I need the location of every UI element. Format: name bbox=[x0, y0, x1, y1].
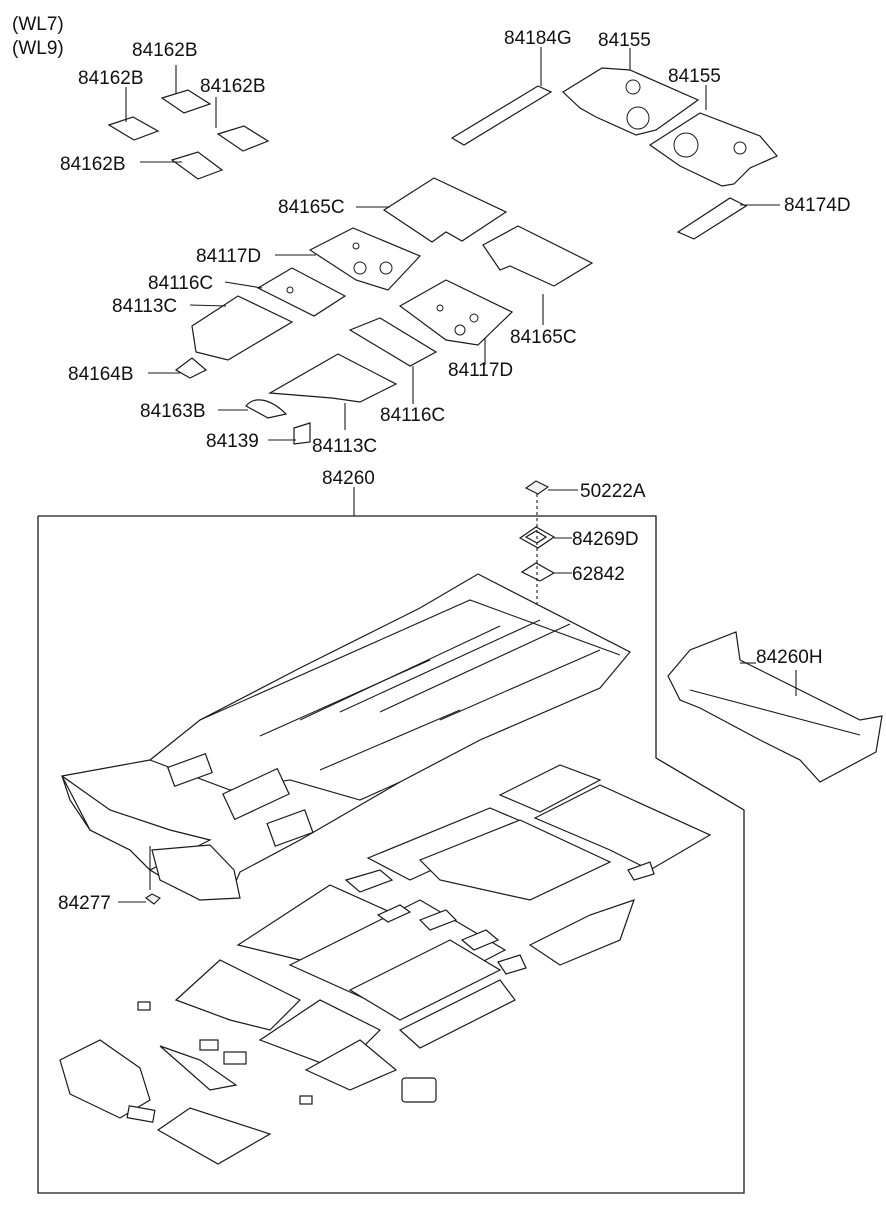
label-84174D: 84174D bbox=[784, 195, 851, 216]
label-84260: 84260 bbox=[322, 468, 375, 489]
label-84163B: 84163B bbox=[140, 401, 206, 422]
note-wl9: (WL9) bbox=[12, 38, 64, 59]
pad-84164B bbox=[174, 357, 208, 379]
label-84269D: 84269D bbox=[572, 529, 639, 550]
strip-84184G bbox=[450, 85, 553, 146]
pad-84139 bbox=[293, 422, 311, 445]
pad-62842 bbox=[520, 562, 556, 582]
leader-lines-upper bbox=[125, 47, 780, 441]
pad-84113C-1 bbox=[191, 295, 294, 361]
pad-84165C-1 bbox=[382, 177, 508, 243]
label-84116C-2: 84116C bbox=[380, 405, 445, 426]
rear-pan-84260H bbox=[667, 631, 883, 783]
pad-84162B-4 bbox=[170, 151, 224, 180]
plug-stack bbox=[518, 480, 578, 628]
pad-84162B-3 bbox=[216, 125, 270, 152]
pad-84117D-1 bbox=[308, 227, 422, 291]
label-50222A: 50222A bbox=[580, 481, 646, 502]
label-84117D-2: 84117D bbox=[448, 360, 513, 381]
label-84113C-1: 84113C bbox=[112, 296, 177, 317]
lower-floor-pieces bbox=[59, 764, 712, 1165]
label-84162B-4: 84162B bbox=[60, 154, 126, 175]
label-84165C-1: 84165C bbox=[278, 197, 345, 218]
pad-top-right-group bbox=[450, 67, 778, 240]
label-84164B: 84164B bbox=[68, 364, 134, 385]
strip-84174D bbox=[676, 197, 748, 240]
label-62842: 62842 bbox=[572, 564, 625, 585]
pad-84162B-1 bbox=[160, 89, 212, 114]
pad-84116C-2 bbox=[348, 317, 438, 367]
label-84139: 84139 bbox=[206, 431, 259, 452]
pad-84155-2 bbox=[648, 112, 778, 187]
main-floor-pan bbox=[61, 573, 631, 905]
label-84155-1: 84155 bbox=[598, 30, 651, 51]
plug-50222A bbox=[524, 480, 550, 495]
pad-84117D-2 bbox=[398, 279, 514, 346]
pad-84162B-2 bbox=[107, 116, 160, 141]
label-84116C-1: 84116C bbox=[148, 273, 213, 294]
label-84165C-2: 84165C bbox=[510, 327, 577, 348]
pad-84162B-group bbox=[107, 89, 270, 180]
label-84117D-1: 84117D bbox=[196, 246, 261, 267]
label-84162B-2: 84162B bbox=[78, 68, 144, 89]
label-84162B-3: 84162B bbox=[200, 76, 266, 97]
label-84162B-1: 84162B bbox=[132, 40, 198, 61]
pad-84113C-2 bbox=[268, 353, 398, 403]
pad-84116C-1 bbox=[256, 267, 347, 317]
pad-84165C-2 bbox=[482, 225, 594, 287]
pad-84155-1 bbox=[562, 67, 700, 136]
label-84113C-2: 84113C bbox=[312, 436, 377, 457]
pad-middle-group bbox=[174, 177, 594, 445]
floor-assembly-frame bbox=[37, 515, 745, 1194]
pad-84163B bbox=[245, 399, 288, 419]
label-84184G: 84184G bbox=[504, 28, 572, 49]
label-84260H: 84260H bbox=[756, 647, 823, 668]
label-84277: 84277 bbox=[58, 893, 111, 914]
note-wl7: (WL7) bbox=[12, 14, 64, 35]
label-84155-2: 84155 bbox=[668, 66, 721, 87]
